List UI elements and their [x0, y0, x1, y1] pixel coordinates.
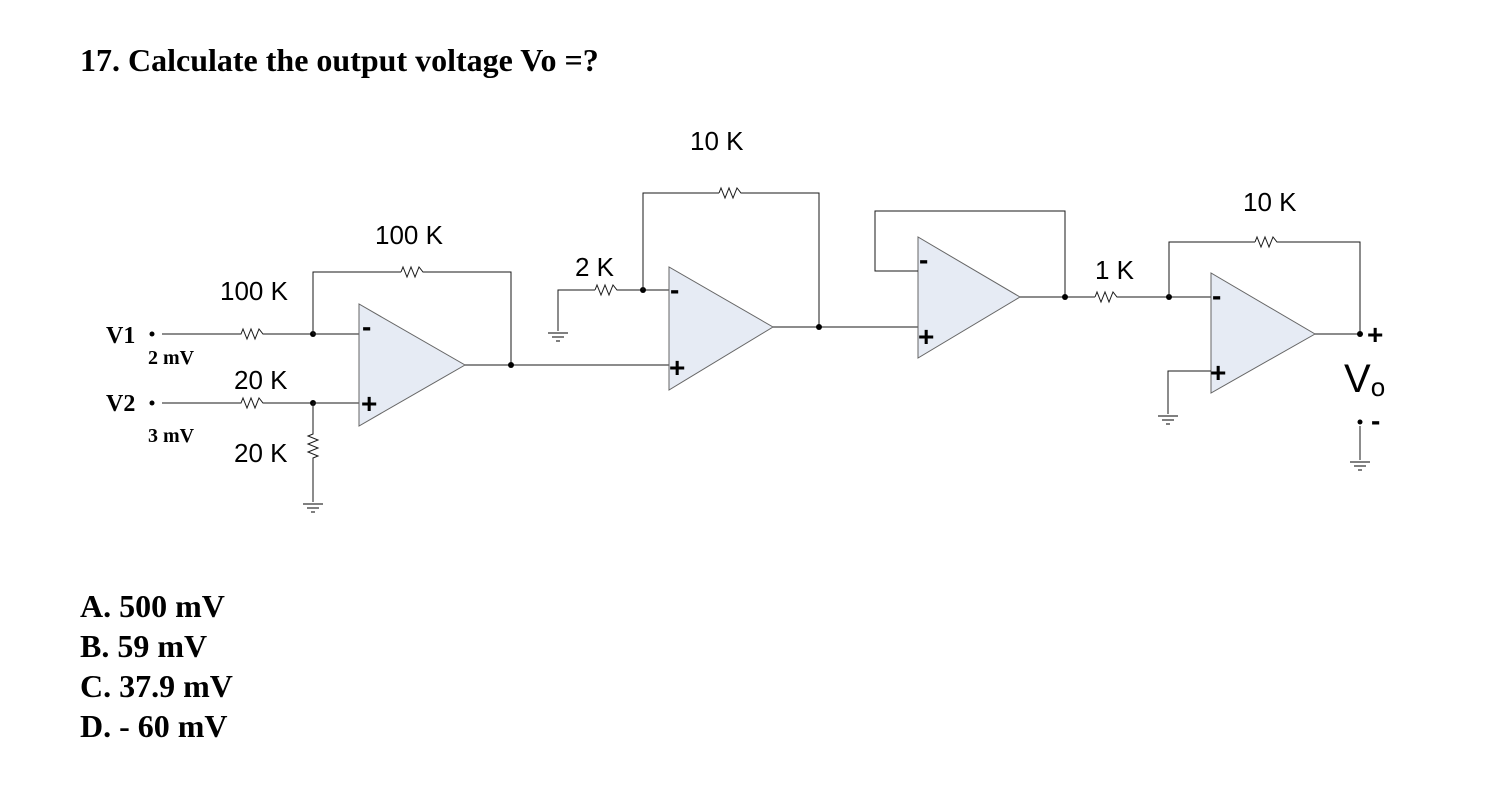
stage1-rf-resistor: [400, 265, 512, 365]
stage2-rf-resistor: [718, 186, 820, 327]
v2-value: 3 mV: [148, 425, 195, 447]
stage4-minus-sign: -: [1212, 280, 1221, 311]
stage4-plus-sign: +: [1210, 357, 1226, 388]
v2-terminal: [149, 400, 155, 406]
stage1-rf-label: 100 K: [375, 220, 444, 250]
stage1-rin-plus-resistor: [162, 396, 313, 410]
stage1-rin-plus-label: 20 K: [234, 365, 288, 395]
option-d[interactable]: D. - 60 mV: [80, 708, 228, 744]
stage2-rin-label: 2 K: [575, 252, 615, 282]
stage1-rin-minus-label: 100 K: [220, 276, 289, 306]
stage3-minus-sign: -: [919, 244, 928, 275]
stage4-opamp: [1210, 272, 1317, 394]
stage4-rf-resistor: [1254, 235, 1361, 334]
stage2-opamp: [668, 266, 774, 391]
stage2-minus-sign: -: [670, 274, 679, 305]
stage3-plus-sign: +: [918, 321, 934, 352]
answer-options: A. 500 mV B. 59 mV C. 37.9 mV D. - 60 mV: [80, 586, 233, 746]
option-a[interactable]: A. 500 mV: [80, 588, 225, 624]
output-label: Vo: [1344, 357, 1385, 402]
stage3-opamp: [917, 236, 1021, 359]
option-b[interactable]: B. 59 mV: [80, 628, 208, 664]
stage2-rin-resistor: [594, 283, 669, 297]
v1-terminal: [149, 331, 155, 337]
stage2-rf-label: 10 K: [690, 126, 744, 156]
stage1-rground-resistor: [306, 403, 320, 502]
output-minus-terminal: [1357, 419, 1363, 425]
stage1-rground-label: 20 K: [234, 438, 288, 468]
stage4-rf-label: 10 K: [1243, 187, 1297, 217]
v1-label: V1: [106, 323, 135, 349]
stage2-plus-sign: +: [669, 352, 685, 383]
v1-value: 2 mV: [148, 347, 195, 369]
option-c[interactable]: C. 37.9 mV: [80, 668, 233, 704]
question-title: 17. Calculate the output voltage Vo =?: [80, 42, 599, 78]
output-minus-sign: -: [1371, 405, 1380, 436]
stage1-minus-sign: -: [362, 311, 371, 342]
stage1-rin-minus-resistor: [162, 327, 313, 341]
stage4-rin-resistor: [1094, 290, 1211, 304]
v2-label: V2: [106, 391, 135, 417]
output-plus-sign: +: [1367, 319, 1383, 350]
stage1-opamp: [358, 303, 467, 427]
stage1-plus-sign: +: [361, 388, 377, 419]
stage4-rin-label: 1 K: [1095, 255, 1135, 285]
